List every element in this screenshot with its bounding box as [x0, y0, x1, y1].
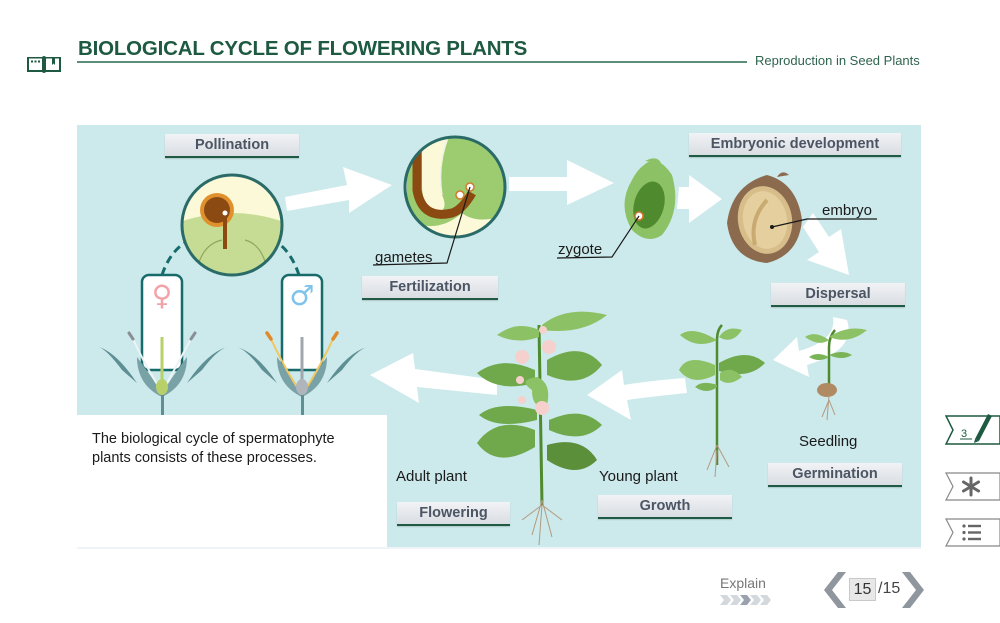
page-total: /15: [878, 580, 901, 597]
stage-label-growth[interactable]: Growth: [598, 495, 732, 519]
connector-male: [266, 235, 301, 276]
arrow-zygote-embryo: [677, 175, 722, 223]
caption-gametes: gametes: [375, 249, 433, 266]
asterisk-icon: [962, 476, 980, 497]
explain-step: [760, 595, 771, 605]
female-symbol: ♀: [152, 279, 173, 312]
caption-young-plant: Young plant: [599, 468, 678, 485]
explain-step: [720, 595, 731, 605]
caption-embryo: embryo: [822, 202, 873, 219]
stage-label-embryonic-development[interactable]: Embryonic development: [689, 133, 901, 157]
seed-illustration: [727, 172, 877, 263]
explain-step: [750, 595, 761, 605]
pollination-detail: [180, 173, 284, 277]
description-box: The biological cycle of spermatophyte pl…: [77, 415, 387, 547]
adult-plant-illustration: [477, 311, 607, 546]
description-text: The biological cycle of spermatophyte pl…: [92, 431, 335, 466]
zygote-illustration: [556, 158, 676, 259]
explain-button[interactable]: Explain: [720, 575, 766, 591]
stage-label-dispersal[interactable]: Dispersal: [771, 283, 905, 307]
arrow-flowering-pollination: [370, 353, 497, 403]
connector-female: [160, 235, 198, 276]
chevron-right-icon: [902, 572, 924, 608]
book-icon: [27, 56, 61, 73]
notes-count: 3: [961, 428, 967, 440]
stage-label-flowering[interactable]: Flowering: [397, 502, 510, 526]
notes-tab[interactable]: 3: [945, 411, 1000, 445]
title-divider: [77, 61, 747, 63]
section-name: Reproduction in Seed Plants: [755, 53, 920, 68]
chevron-left-icon: [824, 572, 846, 608]
content-divider: [77, 547, 921, 549]
star-tab[interactable]: [945, 470, 1000, 504]
seedling-illustration: [805, 328, 867, 421]
pencil-icon: [974, 414, 992, 443]
list-icon: [962, 524, 981, 541]
female-flower: ♀: [99, 273, 227, 415]
male-symbol: ♂: [289, 279, 314, 312]
caption-zygote: zygote: [558, 241, 603, 258]
arrow-pollination-fertilization: [285, 167, 392, 213]
caption-seedling: Seedling: [799, 433, 858, 450]
arrow-growth-flowering: [587, 370, 687, 420]
arrow-fertilization-zygote: [509, 160, 614, 205]
arrow-dispersal-growth: [773, 317, 849, 377]
stage-label-fertilization[interactable]: Fertilization: [362, 276, 498, 300]
explain-step: [730, 595, 741, 605]
male-flower: ♂: [237, 273, 367, 415]
stage-label-pollination[interactable]: Pollination: [165, 134, 299, 158]
page-title: BIOLOGICAL CYCLE OF FLOWERING PLANTS: [78, 37, 528, 60]
list-tab[interactable]: [945, 516, 1000, 550]
cycle-illustration: ♀ ♂: [99, 135, 877, 546]
next-page-button[interactable]: [902, 571, 928, 609]
page-number-input[interactable]: 15: [849, 578, 876, 601]
cycle-arrows: [285, 160, 849, 420]
young-plant-illustration: [679, 324, 765, 478]
explain-step: [740, 595, 751, 605]
caption-adult-plant: Adult plant: [396, 468, 467, 485]
explain-progress: [720, 595, 771, 605]
stage-label-germination[interactable]: Germination: [768, 463, 902, 487]
fertilization-detail: [372, 135, 507, 266]
previous-page-button[interactable]: [820, 571, 846, 609]
arrow-embryo-dispersal: [803, 213, 849, 275]
